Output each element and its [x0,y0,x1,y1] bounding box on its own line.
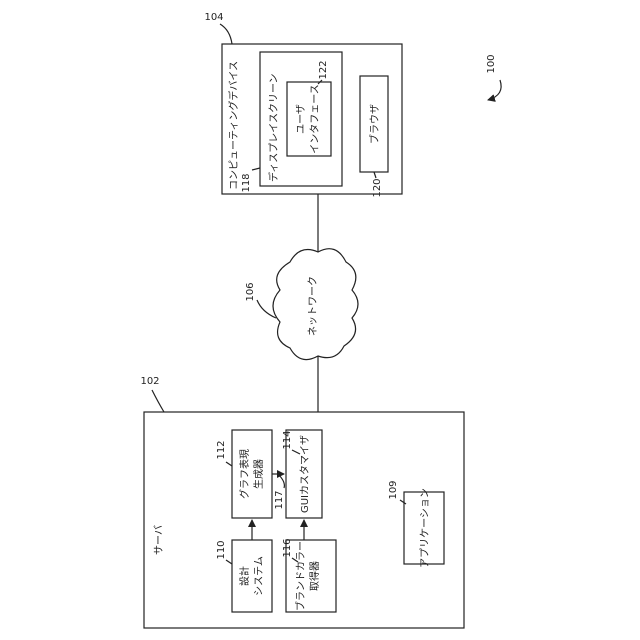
user-interface-line1: ユーザ [295,104,307,134]
user-interface-box [287,82,331,156]
gui-customizer-label: GUIカスタマイザ [299,435,311,513]
design-system-line1: 設計 [238,566,251,586]
brand-color-getter-ref: 116 [282,538,293,557]
network-label: ネットワーク [307,276,319,336]
browser-label: ブラウザ [368,104,381,144]
graph-generator-line2: 生成器 [252,459,265,489]
display-screen-ref: 118 [241,173,252,192]
figure-ref-arrow [488,80,501,100]
user-interface-ref: 122 [318,60,329,79]
computing-device-leader [220,24,232,44]
design-system-box [232,540,272,612]
figure-ref: 100 [486,54,497,73]
network-ref: 106 [245,282,256,301]
graph-generator-line1: グラフ表現 [238,449,251,499]
graph-generator-box [232,430,272,518]
browser-ref: 120 [372,178,383,197]
server-label: サーバ [153,525,165,555]
computing-device-label: コンピューティングデバイス [227,61,240,190]
server-ref: 102 [140,376,159,387]
application-ref: 109 [388,480,399,499]
brand-color-getter-line1: ブランドカラー [294,541,307,611]
graph-generator-ref: 112 [216,440,227,459]
gui-customizer-ref: 114 [282,430,293,449]
brand-color-getter-line2: 取得器 [309,561,321,591]
application-label: アプリケーション [419,488,431,568]
display-screen-label: ディスプレイスクリーン [267,74,280,183]
arrow-ref: 117 [274,490,285,509]
design-system-ref: 110 [216,540,227,559]
design-system-line2: システム [253,556,265,596]
computing-device-ref: 104 [204,12,223,23]
user-interface-line2: インタフェース [309,84,321,154]
server-leader [152,390,164,412]
